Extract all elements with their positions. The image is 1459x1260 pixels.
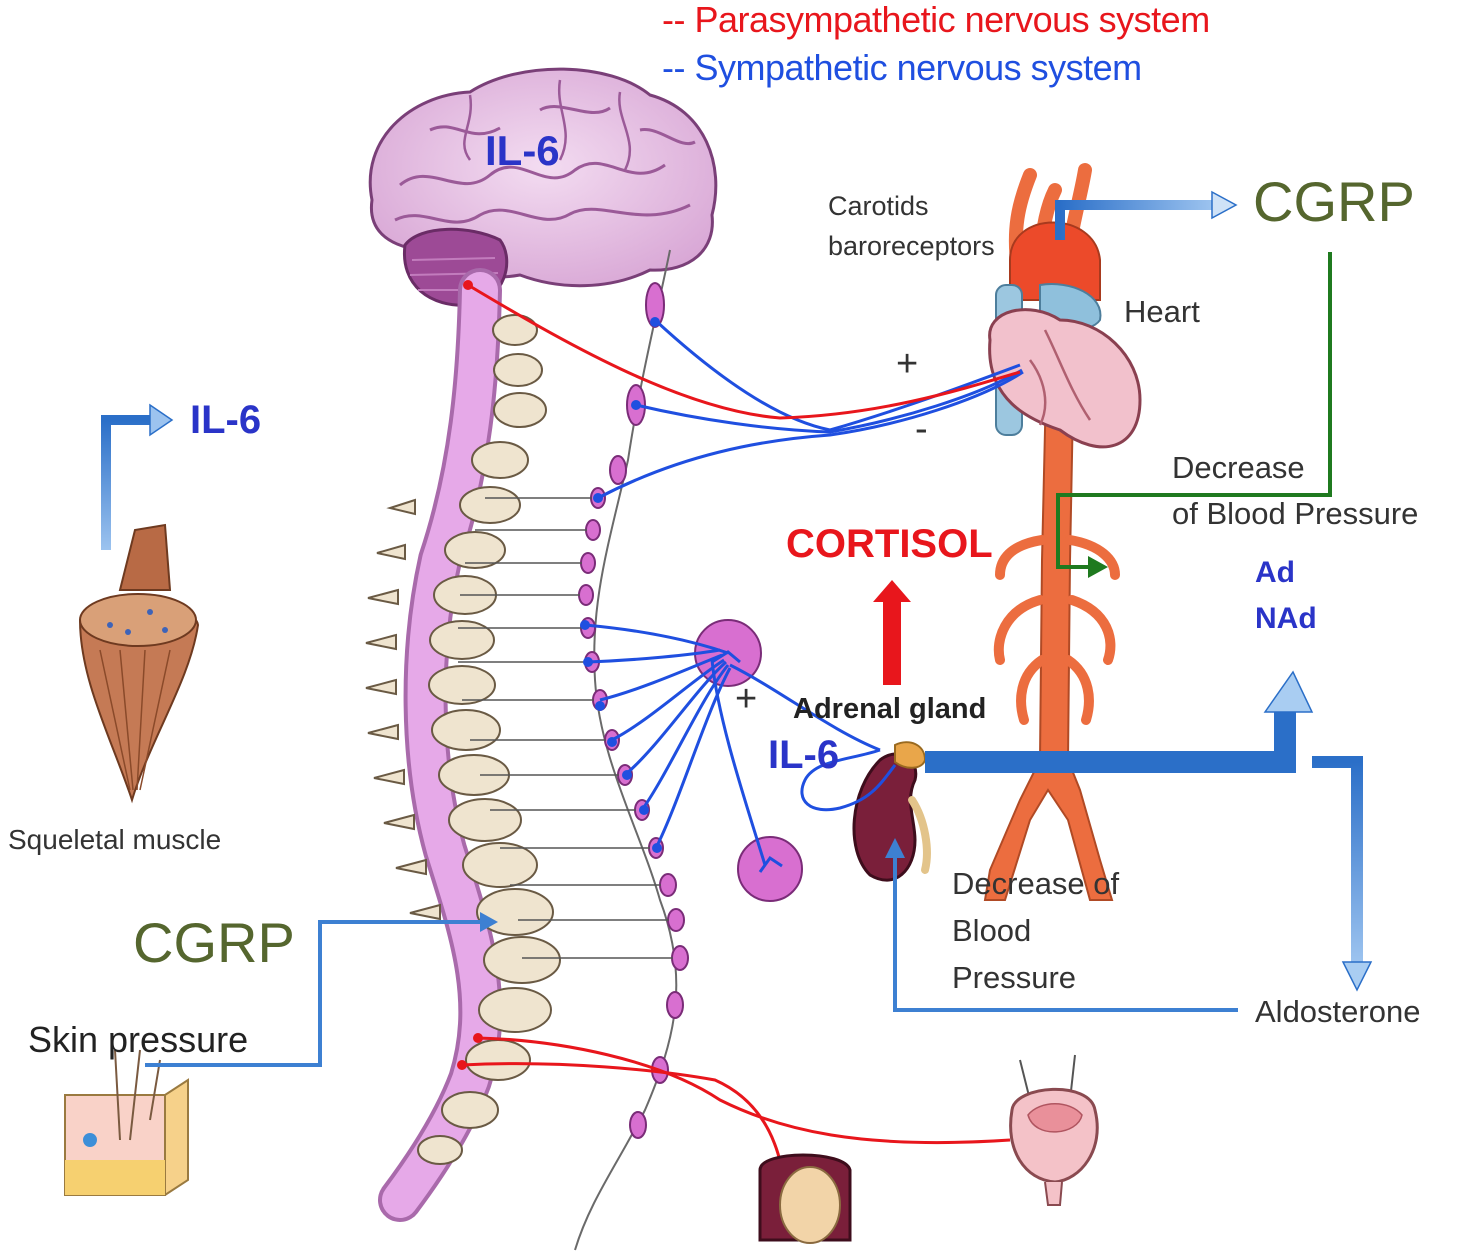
adrenal-gland-label: Adrenal gland	[793, 693, 987, 725]
decrease-bp-mid-line2: Blood	[952, 913, 1032, 948]
il6-brain-label: IL-6	[485, 127, 560, 174]
carotids-label-line2: baroreceptors	[828, 231, 995, 261]
cortisol-label: CORTISOL	[786, 522, 993, 566]
plus-adrenal-sign: +	[735, 678, 758, 720]
carotids-label-line1: Carotids	[828, 191, 929, 221]
legend-parasympathetic: -- Parasympathetic nervous system	[662, 0, 1210, 40]
muscle-illustration	[78, 523, 200, 804]
aldosterone-label: Aldosterone	[1255, 994, 1421, 1029]
minus-heart-sign: -	[915, 408, 928, 450]
skin-illustration	[64, 1049, 189, 1196]
cgrp-bottom-label: CGRP	[133, 911, 295, 974]
aorta-illustration	[983, 163, 1120, 901]
heart-illustration	[988, 283, 1142, 449]
heart-label: Heart	[1124, 294, 1200, 329]
cgrp-top-label: CGRP	[1253, 170, 1415, 233]
legend-sympathetic: -- Sympathetic nervous system	[662, 47, 1142, 88]
decrease-bp-mid-line3: Pressure	[952, 960, 1077, 995]
ad-label: Ad	[1255, 556, 1295, 589]
decrease-bp-mid-line1: Decrease of	[952, 866, 1120, 901]
decrease-bp-top-line2: of Blood Pressure	[1172, 496, 1419, 531]
il6-adrenal-label: IL-6	[768, 733, 840, 777]
cgrp-green-path	[1056, 252, 1332, 578]
cortisol-arrow	[873, 580, 911, 685]
parasympathetic-fibres	[461, 283, 1021, 1191]
bladder-illustration	[1009, 1054, 1099, 1206]
sympathetic-fibres	[584, 318, 1024, 873]
skeletal-muscle-label: Squeletal muscle	[8, 824, 222, 855]
il6-muscle-label: IL-6	[190, 398, 262, 442]
plus-heart-sign: +	[896, 343, 919, 385]
skin-pressure-label: Skin pressure	[28, 1019, 249, 1060]
nad-label: NAd	[1255, 602, 1317, 635]
brain-illustration	[368, 67, 718, 307]
flow-arrows	[101, 190, 1373, 1067]
kidney-illustration	[852, 741, 931, 882]
spine-illustration	[365, 268, 561, 1222]
testis-illustration	[758, 1153, 852, 1244]
decrease-bp-top-line1: Decrease	[1172, 450, 1305, 485]
